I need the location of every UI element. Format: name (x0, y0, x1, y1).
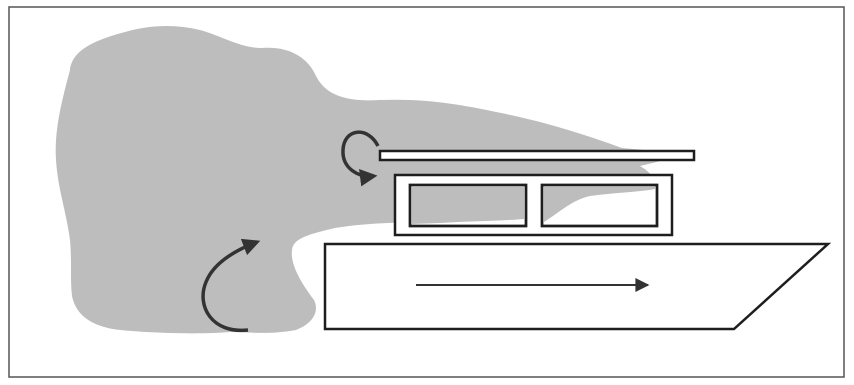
upper-curved-arrow (341, 130, 380, 187)
roof-plate (378, 149, 696, 162)
smoke-in-left-window (412, 187, 524, 224)
cabin-window-left-outline (408, 183, 528, 228)
lower-curved-arrow (201, 238, 261, 333)
smoke-in-right-window (544, 187, 655, 222)
cabin-window-right-outline (540, 183, 659, 228)
hull (323, 242, 832, 331)
